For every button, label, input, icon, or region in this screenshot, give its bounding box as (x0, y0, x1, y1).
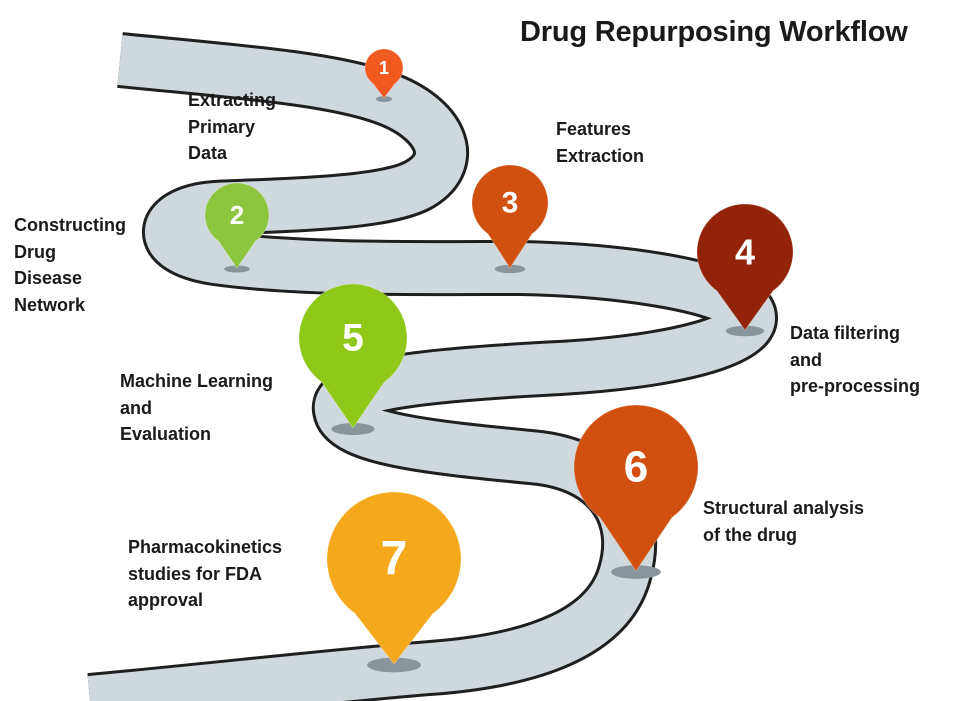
location-pin-icon (364, 49, 404, 98)
step-label-line: Disease (14, 268, 83, 288)
step-label-line: Primary (188, 116, 256, 137)
pin-shadow (494, 264, 526, 274)
step-label-6: Structural analysis of the drug (703, 495, 864, 548)
step-label-line: Machine Learning (120, 371, 274, 391)
pin-number: 4 (735, 232, 755, 273)
pin-number: 3 (502, 187, 519, 220)
step-label-line: Features (556, 119, 632, 139)
location-pin-icon (574, 404, 698, 571)
location-pin-icon (327, 491, 461, 664)
map-pin-3: 3 (471, 164, 549, 274)
pin-outline (696, 203, 794, 331)
pin-shadow (725, 325, 765, 337)
pin-number: 5 (342, 317, 364, 360)
step-label-line: Pharmacokinetics (128, 537, 283, 557)
pin-number: 6 (624, 443, 648, 492)
step-label-line: Extracting (188, 90, 277, 110)
step-label-line: pre-processing (790, 376, 921, 396)
diagram-title: Drug Repurposing Workflow (520, 16, 908, 48)
step-label-4: Data filtering and pre-processing (790, 320, 920, 400)
location-pin-icon (697, 204, 793, 330)
step-label-line: approval (128, 590, 204, 610)
step-label-line: Structural analysis (703, 498, 865, 518)
map-pin-4: 4 (696, 203, 794, 337)
pin-shadow (611, 565, 661, 579)
pin-number: 2 (230, 200, 244, 230)
step-label-line: studies for FDA (128, 563, 263, 584)
location-pin-icon (299, 284, 407, 428)
pin-outline (326, 491, 462, 665)
map-pin-6: 6 (573, 404, 699, 579)
pin-outline (573, 404, 699, 572)
pin-shadow (367, 657, 421, 673)
pin-shadow (376, 96, 392, 102)
map-pin-2: 2 (204, 182, 270, 273)
step-label-line: of the drug (703, 524, 797, 545)
pin-outline (298, 283, 408, 429)
pin-outline (204, 182, 270, 269)
step-label-line: Data (188, 143, 228, 163)
step-label-7: Pharmacokinetics studies for FDA approval (128, 534, 282, 614)
step-label-line: and (790, 349, 823, 370)
step-label-line: Extraction (556, 145, 645, 166)
pin-shadow (331, 423, 375, 435)
step-label-line: Network (14, 294, 86, 315)
pin-shadow (224, 265, 250, 273)
step-label-line: Evaluation (120, 424, 212, 444)
pins-layer: 1 2 3 4 5 6 7 (204, 48, 794, 673)
location-pin-icon (205, 183, 270, 268)
pin-number: 7 (381, 533, 408, 586)
step-label-line: and (120, 397, 153, 418)
step-label-line: Data filtering (790, 323, 901, 343)
pin-outline (364, 48, 404, 99)
location-pin-icon (472, 165, 548, 268)
pin-number: 1 (379, 58, 389, 78)
map-pin-5: 5 (298, 283, 408, 435)
map-pin-1: 1 (364, 48, 404, 102)
map-pin-7: 7 (326, 491, 462, 673)
pin-outline (471, 164, 549, 269)
step-label-line: Drug (14, 241, 56, 262)
step-label-line: Constructing (14, 215, 126, 235)
